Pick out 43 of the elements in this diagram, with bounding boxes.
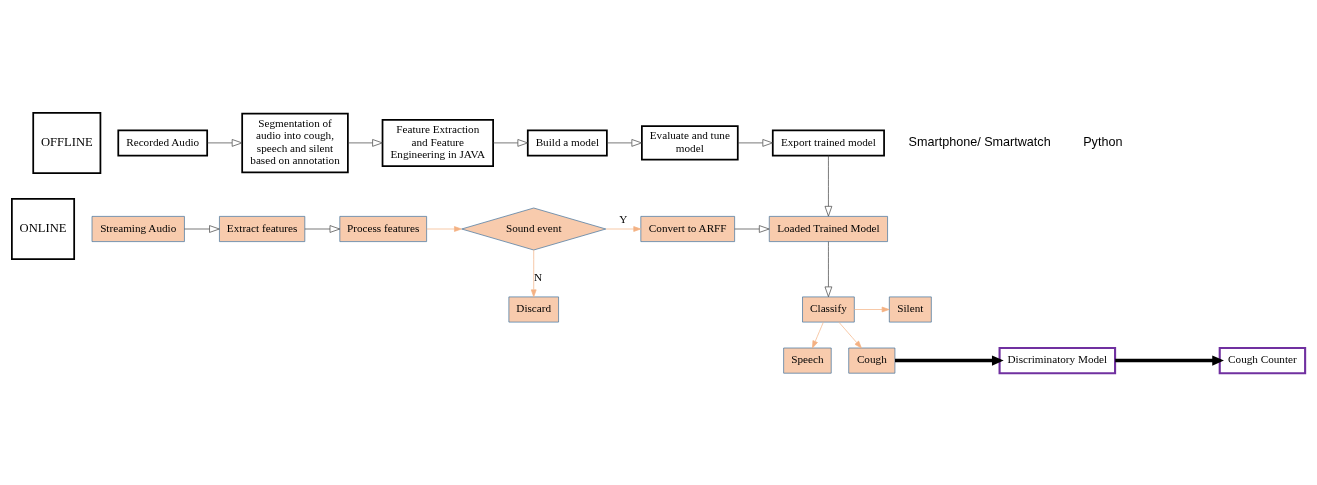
- node-box: Extract features: [219, 215, 306, 242]
- arrow: [734, 224, 770, 233]
- node-box: Process features: [339, 215, 427, 242]
- arrow: [605, 225, 642, 232]
- arrow: [492, 138, 528, 147]
- node-box: Build a model: [526, 128, 608, 156]
- node-box: Recorded Audio: [117, 128, 209, 156]
- arrow: [606, 138, 642, 147]
- node-box: ONLINE: [11, 197, 76, 260]
- label: Smartphone/ Smartwatch: [908, 134, 1051, 149]
- node-box: Feature Extraction and Feature Engineering in JAVA: [381, 118, 494, 167]
- node-box: Classify: [802, 296, 855, 322]
- node-box: Discard: [508, 296, 559, 322]
- node-box: Convert to ARFF: [640, 215, 735, 242]
- node-box: Cough Counter: [1218, 346, 1307, 374]
- node-box: Cough: [848, 347, 896, 374]
- edge-label: Y: [619, 212, 628, 225]
- edge-label: N: [533, 270, 542, 283]
- arrow: [824, 240, 833, 297]
- node-box: Evaluate and tune model: [641, 124, 739, 161]
- arrow: [207, 138, 243, 147]
- arrow: [347, 138, 383, 147]
- node-box: Loaded Trained Model: [768, 215, 888, 242]
- node-box: Discriminatory Model: [998, 346, 1117, 374]
- arrow: [304, 224, 341, 233]
- arrow: [530, 249, 537, 297]
- arrow: [838, 321, 862, 348]
- node-box: Export trained model: [771, 128, 885, 156]
- arrow: [184, 224, 220, 233]
- label: Python: [1083, 134, 1123, 149]
- node-box: Speech: [783, 347, 832, 374]
- arrow: [895, 354, 1004, 366]
- arrow: [812, 321, 824, 348]
- arrow: [1115, 354, 1224, 366]
- arrow: [854, 306, 890, 312]
- node-box: Silent: [889, 296, 932, 322]
- node-box: Streaming Audio: [91, 215, 185, 242]
- node-box: Segmentation of audio into cough, speech and silent based on annotation: [241, 112, 349, 173]
- arrow: [824, 154, 833, 216]
- node-box: OFFLINE: [32, 111, 102, 174]
- node-diamond: Sound event: [461, 207, 607, 250]
- arrow: [737, 138, 773, 147]
- arrow: [426, 225, 462, 232]
